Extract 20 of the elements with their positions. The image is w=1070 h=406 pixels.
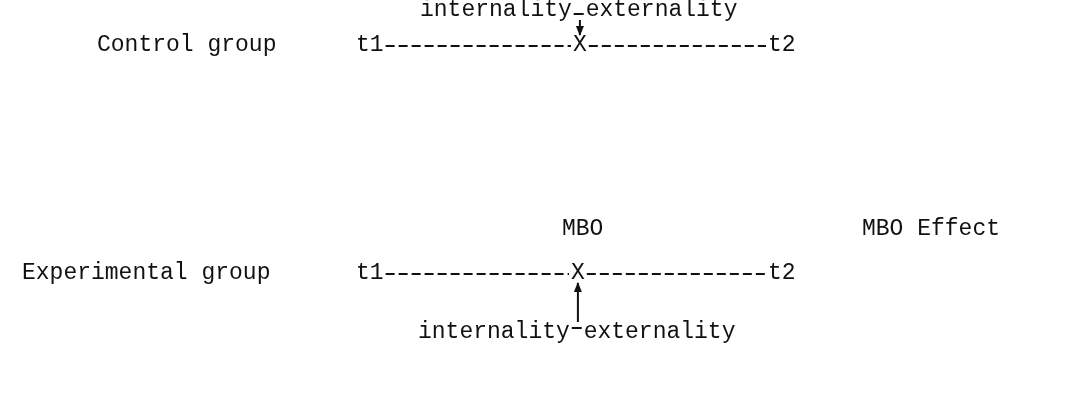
node-text: X <box>573 35 587 55</box>
scale-end-label: internality <box>418 322 570 342</box>
scale-end-label: internality <box>420 0 572 20</box>
node-text: X <box>571 263 585 283</box>
node-text: t1 <box>356 35 384 55</box>
node-text: t1 <box>356 263 384 283</box>
dashed-line <box>587 45 767 47</box>
node-text: t2 <box>768 263 796 283</box>
arrow <box>575 19 584 36</box>
dashed-line <box>384 45 572 47</box>
dashed-line <box>384 273 570 275</box>
text-label: MBO <box>562 216 604 242</box>
dashed-line <box>585 273 767 275</box>
text-label: Control group <box>97 32 277 58</box>
arrow <box>573 282 582 323</box>
scale-end-label: externality <box>583 322 736 342</box>
text-label: MBO Effect <box>862 216 1001 242</box>
node-text: t2 <box>768 35 796 55</box>
scale-end-label: externality <box>585 0 738 20</box>
text-label: Experimental group <box>22 260 271 286</box>
